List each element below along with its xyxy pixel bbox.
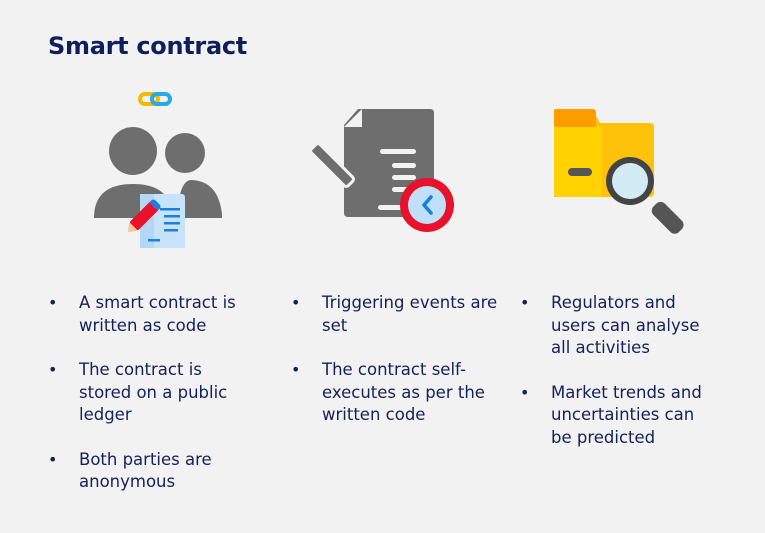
bullet-item: The contract is stored on a public ledge… xyxy=(48,359,258,427)
folder-search-icon xyxy=(554,109,684,234)
bullet-item: A smart contract is written as code xyxy=(48,292,258,337)
bullet-item: The contract self-executes as per the wr… xyxy=(291,359,501,427)
page-title: Smart contract xyxy=(48,32,247,60)
users-contract-icon xyxy=(94,92,222,248)
column-2: Triggering events are set The contract s… xyxy=(291,292,501,449)
column-1: A smart contract is written as code The … xyxy=(48,292,258,516)
bullet-item: Regulators and users can analyse all act… xyxy=(520,292,720,360)
bullet-item: Market trends and uncertainties can be p… xyxy=(520,382,720,450)
bullet-item: Triggering events are set xyxy=(291,292,501,337)
column-3: Regulators and users can analyse all act… xyxy=(520,292,720,471)
bullet-item: Both parties are anonymous xyxy=(48,449,258,494)
document-clock-icon xyxy=(312,109,454,232)
